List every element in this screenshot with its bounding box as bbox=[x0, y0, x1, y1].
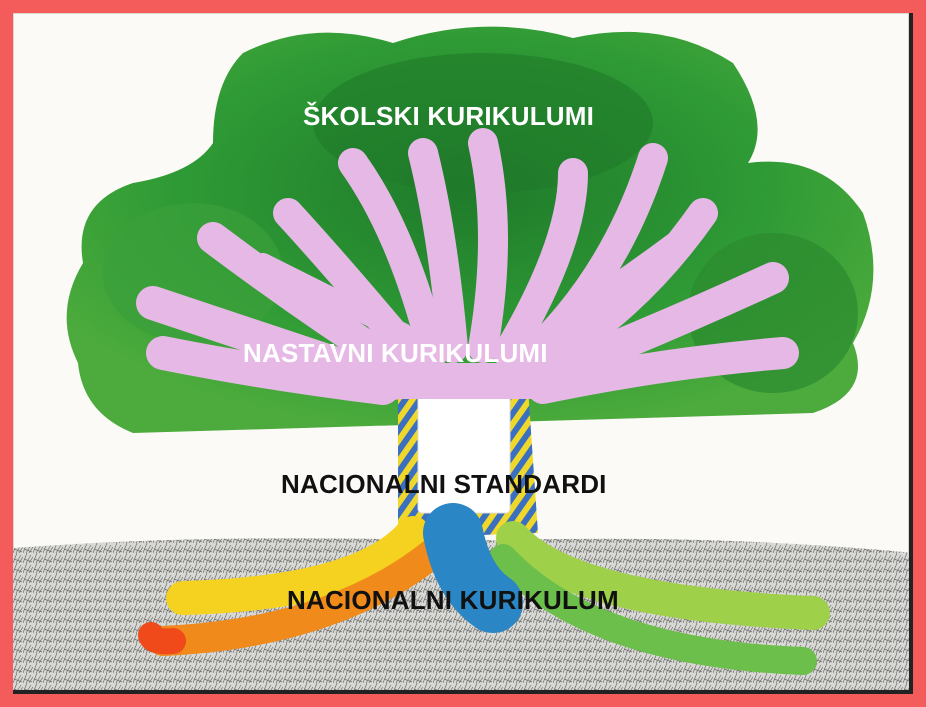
root-tip bbox=[151, 635, 173, 641]
label-nacionalni-standardi: NACIONALNI STANDARDI bbox=[281, 469, 607, 500]
paper-canvas: ŠKOLSKI KURIKULUMI NASTAVNI KURIKULUMI N… bbox=[13, 13, 913, 694]
label-nastavni-kurikulumi: NASTAVNI KURIKULUMI bbox=[243, 338, 548, 369]
label-nacionalni-kurikulum: NACIONALNI KURIKULUM bbox=[287, 585, 619, 616]
label-skolski-kurikulumi: ŠKOLSKI KURIKULUMI bbox=[303, 101, 594, 132]
